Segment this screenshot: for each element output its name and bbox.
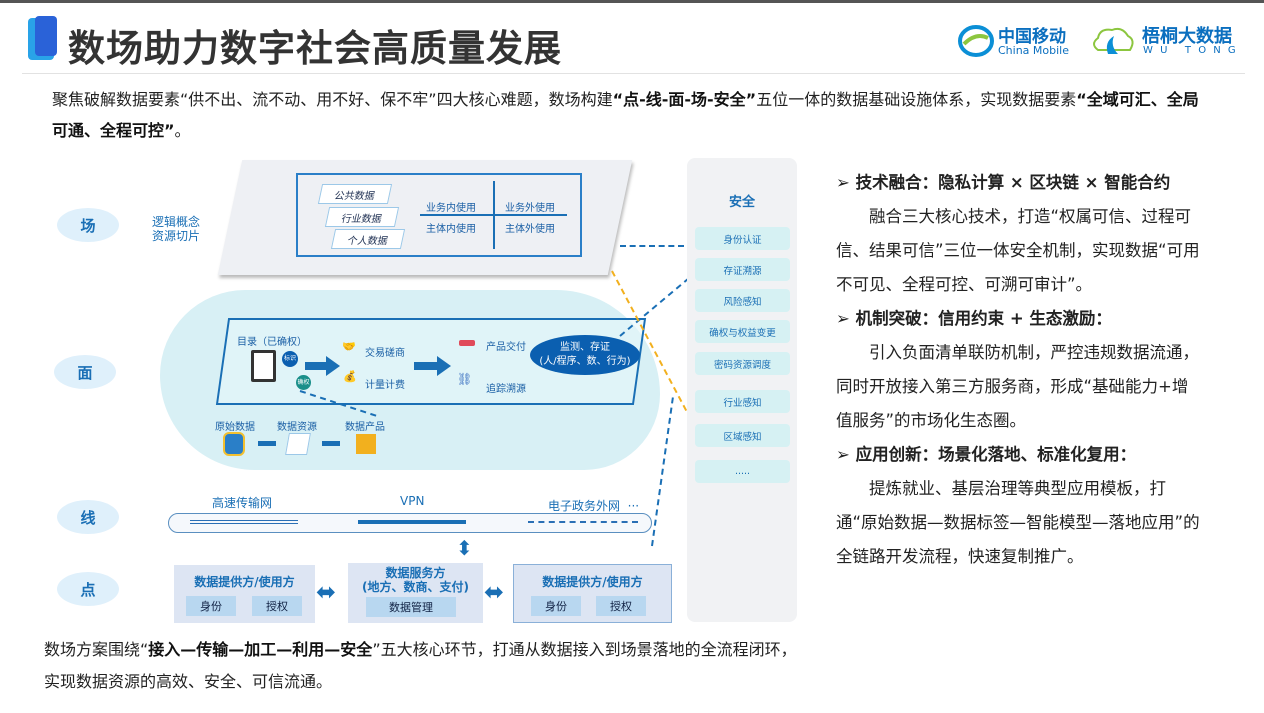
security-item: 行业感知 xyxy=(695,390,790,413)
catalog-label: 目录（已确权） xyxy=(237,337,307,348)
delivery-icon xyxy=(459,340,475,346)
data-type-public: 公共数据 xyxy=(317,184,393,204)
dashed-line xyxy=(528,521,638,523)
data-product-label: 数据产品 xyxy=(345,422,385,433)
net-highspeed-label: 高速传输网 xyxy=(212,496,273,510)
service-title: 数据服务方(地方、数商、支付) xyxy=(362,566,469,594)
field-description: 逻辑概念资源切片 xyxy=(152,215,201,243)
auth-chip: 授权 xyxy=(596,596,646,616)
arrow-shaft xyxy=(305,362,327,370)
arrow-right-icon xyxy=(326,356,340,376)
handshake-icon: 🤝 xyxy=(342,340,356,353)
net-egov-label: 电子政务外网 ··· xyxy=(548,499,640,513)
arrow-right-icon xyxy=(437,356,451,376)
horizontal-double-arrow-icon: ⬌ xyxy=(316,578,337,606)
arrow-right-icon xyxy=(258,441,276,446)
top-border xyxy=(0,0,1264,3)
bottom-summary: 数场方案围绕“接入—传输—加工—利用—安全”五大核心环节，打通从数据接入到场景落… xyxy=(44,640,797,691)
security-item: 身份认证 xyxy=(695,227,790,250)
china-mobile-en: China Mobile xyxy=(998,44,1070,57)
provider-title: 数据提供方/使用方 xyxy=(542,575,643,589)
chain-icon: ⛓ xyxy=(457,372,473,386)
arrow-right-icon xyxy=(322,441,340,446)
identity-chip: 身份 xyxy=(186,596,236,616)
china-mobile-cn: 中国移动 xyxy=(998,27,1066,47)
layer-line-label: 线 xyxy=(57,500,119,534)
security-item: 区域感知 xyxy=(695,424,790,447)
catalog-tablet-icon xyxy=(251,350,276,382)
auth-chip: 授权 xyxy=(252,596,302,616)
raw-data-label: 原始数据 xyxy=(215,422,255,433)
point-heading: ➢ 技术融合：隐私计算 × 区块链 × 智能合约 xyxy=(836,173,1171,192)
grid-cell: 业务外使用 xyxy=(505,203,555,214)
intro-text: 聚焦破解数据要素“供不出、流不动、用不好、保不牢”四大核心难题，数场构建“点-线… xyxy=(52,90,1199,140)
title-accent-icon xyxy=(35,16,57,56)
provider-title: 数据提供方/使用方 xyxy=(194,575,295,589)
badge-identify: 标识 xyxy=(282,351,298,367)
data-type-industry: 行业数据 xyxy=(324,207,400,227)
security-item: 存证溯源 xyxy=(695,258,790,281)
page-title: 数场助力数字社会高质量发展 xyxy=(68,27,562,70)
database-icon xyxy=(223,432,245,456)
horizontal-double-arrow-icon: ⬌ xyxy=(484,578,505,606)
security-item: 风险感知 xyxy=(695,289,790,312)
security-item: 确权与权益变更 xyxy=(695,320,790,343)
point-body: 融合三大核心技术，打造“权属可信、过程可信、结果可信”三位一体安全机制，实现数据… xyxy=(836,207,1200,294)
china-mobile-logo-icon xyxy=(958,24,994,58)
delivery-label: 产品交付 xyxy=(486,342,526,353)
grid-cell: 业务内使用 xyxy=(426,203,476,214)
divider xyxy=(22,73,1245,74)
security-item: ..... xyxy=(695,460,790,483)
moneybag-icon: 💰 xyxy=(343,370,357,383)
data-management-chip: 数据管理 xyxy=(366,597,456,617)
net-vpn-label: VPN xyxy=(400,494,425,508)
solid-line xyxy=(358,520,466,524)
badge-confirm: 确权 xyxy=(296,375,311,390)
point-heading: ➢ 机制突破：信用约束 + 生态激励： xyxy=(836,309,1112,328)
point-body: 提炼就业、基层治理等典型应用模板，打通“原始数据—数据标签—智能模型—落地应用”… xyxy=(836,479,1200,566)
arrow-shaft xyxy=(414,362,438,370)
layer-point-label: 点 xyxy=(57,572,119,606)
grid-vline xyxy=(493,181,495,249)
grid-cell: 主体外使用 xyxy=(505,224,555,235)
billing-label: 计量计费 xyxy=(365,380,405,391)
data-type-personal: 个人数据 xyxy=(330,229,406,249)
point-heading: ➢ 应用创新：场景化落地、标准化复用： xyxy=(836,445,1137,464)
security-title: 安全 xyxy=(728,195,755,210)
wutong-en: W U T O N G xyxy=(1143,45,1238,56)
product-cube-icon xyxy=(356,434,376,454)
vertical-double-arrow-icon: ⬍ xyxy=(456,536,473,560)
point-body: 引入负面清单联防机制，严控违规数据流通，同时开放接入第三方服务商，形成“基础能力… xyxy=(836,343,1199,430)
security-item: 密码资源调度 xyxy=(695,352,790,375)
data-resource-label: 数据资源 xyxy=(277,422,317,433)
grid-cell: 主体内使用 xyxy=(426,224,476,235)
trade-label: 交易磋商 xyxy=(365,348,405,359)
field-inner-box xyxy=(296,173,582,257)
trace-label: 追踪溯源 xyxy=(486,384,526,395)
double-line xyxy=(190,520,298,524)
layer-face-label: 面 xyxy=(54,355,116,389)
identity-chip: 身份 xyxy=(531,596,581,616)
dashed-connector xyxy=(620,245,684,247)
right-text-panel: ➢ 技术融合：隐私计算 × 区块链 × 智能合约 融合三大核心技术，打造“权属可… xyxy=(836,166,1204,574)
wutong-logo-icon xyxy=(1090,24,1136,58)
document-icon xyxy=(285,433,311,455)
wutong-cn: 梧桐大数据 xyxy=(1142,26,1232,47)
layer-field-label: 场 xyxy=(57,208,119,242)
monitor-ellipse: 监测、存证(人/程序、数、行为) xyxy=(530,335,640,375)
